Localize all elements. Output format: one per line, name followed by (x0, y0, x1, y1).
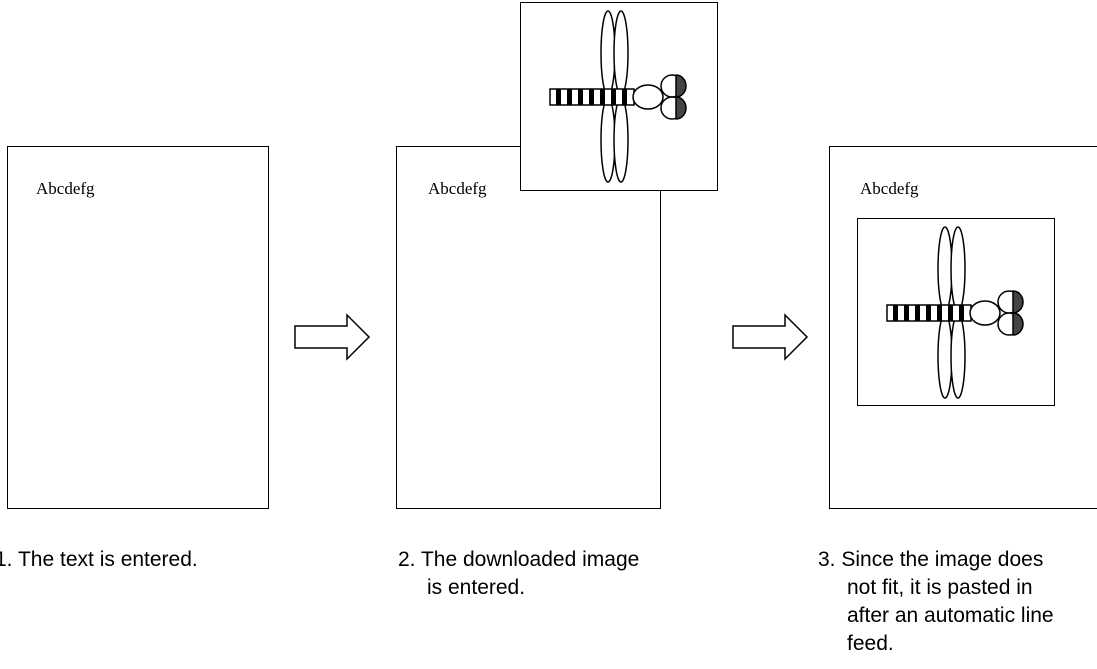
right-arrow-icon (732, 313, 809, 361)
downloaded-image-overflowing (520, 2, 718, 191)
document-page-step-2: Abcdefg (396, 146, 661, 509)
caption-line: The downloaded image (420, 548, 640, 571)
step-3-caption: 3. Since the image does not fit, it is p… (818, 546, 1097, 658)
page-text: Abcdefg (36, 179, 95, 198)
document-page-step-1: Abcdefg (7, 146, 269, 509)
right-arrow-icon (294, 313, 371, 361)
caption-line: is entered. (427, 576, 526, 599)
step-number: 3. (818, 548, 836, 571)
caption-line: feed. (847, 632, 894, 655)
step-number: 2. (398, 548, 416, 571)
document-page-step-3: Abcdefg (829, 146, 1097, 509)
step-2-caption: 2. The downloaded image is entered. (398, 546, 639, 602)
caption-line: after an automatic line (847, 604, 1054, 627)
step-1-caption: 1. The text is entered. (0, 546, 198, 574)
caption-line: Since the image does (841, 548, 1044, 571)
page-text: Abcdefg (428, 179, 487, 198)
caption-line: not fit, it is pasted in (847, 576, 1033, 599)
page-text: Abcdefg (860, 179, 919, 198)
caption-text: The text is entered. (17, 548, 198, 571)
step-number: 1. (0, 548, 13, 571)
dragonfly-image-icon (886, 226, 1024, 399)
pasted-image-after-line-feed (857, 218, 1055, 406)
dragonfly-image-icon (549, 10, 687, 183)
